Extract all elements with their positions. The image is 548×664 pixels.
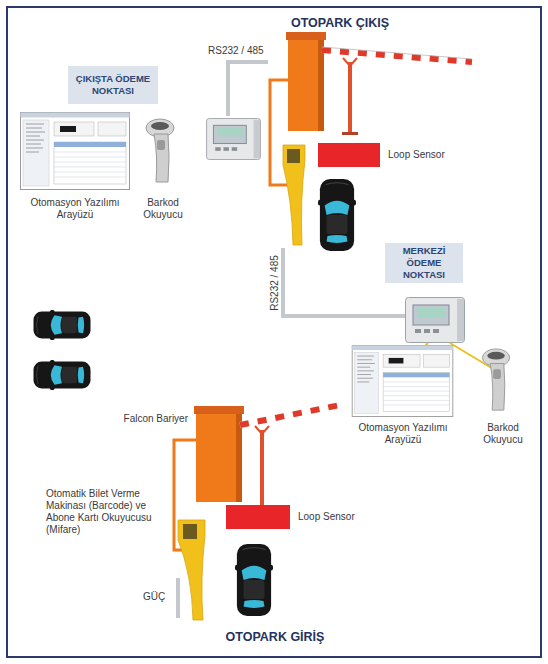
sensor-label: Loop Sensor [298,511,355,523]
entry-barrier-part [174,440,196,550]
exit-payment-equipment-part [207,118,261,159]
data-cable [178,62,418,618]
payment-point-box: MERKEZİ ÖDEME NOKTASI [385,243,463,283]
exit-barrier-part [322,47,472,59]
entry-barrier-part [194,406,244,414]
exit-barrier-part [287,149,300,163]
entry-car [235,544,273,616]
payment-point-box: ÇIKIŞTA ÖDEME NOKTASI [68,66,158,104]
exit-barrier-part [342,132,358,135]
exit-barrier-part [283,145,305,245]
exit-barrier-part [286,32,326,40]
waiting-cars-part [34,360,91,390]
exit-payment-equipment-part [146,119,174,182]
section-title: OTOPARK ÇIKIŞ [255,16,425,31]
exit-payment-equipment-part [21,113,130,190]
device-label: Barkod Okuyucu [472,422,534,446]
waiting-cars-part [34,310,91,340]
device-label: Falcon Bariyer [78,413,188,425]
central-payment-equipment-part [406,298,465,343]
entry-barrier-part [240,404,345,425]
section-title: OTOPARK GİRİŞ [190,630,360,645]
device-label: Otomasyon Yazılımı Arayüzü [357,422,449,446]
exit-barrier-part [348,62,352,134]
signal-name: RS232 / 485 [208,45,264,57]
power-label: GÜÇ [143,591,165,603]
exit-barrier [270,32,472,245]
sensor-label: Loop Sensor [388,149,445,161]
device-label: Otomatik Bilet Verme Makinası (Barcode) … [46,488,170,536]
central-payment-equipment [352,298,509,417]
exit-barrier-part [288,36,324,131]
waiting-cars-part-part [34,360,91,390]
entry-barrier-part [240,404,345,425]
entry-barrier-part [196,410,242,502]
device-label: Otomasyon Yazılımı Arayüzü [29,197,121,221]
data-cable-part [176,578,180,618]
exit-car [318,179,356,251]
entry-barrier-part [178,520,205,620]
box-heading: MERKEZİ ÖDEME NOKTASI [391,245,457,281]
central-payment-equipment-part [352,345,453,416]
data-cable-part [228,62,268,116]
exit-payment-equipment [21,113,261,190]
exit-barrier-part [343,58,357,66]
entry-barrier-part [183,524,197,539]
waiting-cars [34,310,91,390]
loop-sensor: Loop Sensor [226,505,290,529]
exit-barrier-part [318,40,324,131]
entry-barrier-part [260,430,264,510]
entry-barrier-part [255,426,269,434]
signal-name: RS232 / 485 [269,248,281,318]
frame-border [7,7,541,657]
loop-sensor: Loop Sensor [318,143,380,167]
box-heading: ÇIKIŞTA ÖDEME NOKTASI [74,73,152,97]
device-label: Barkod Okuyucu [132,197,194,221]
central-payment-equipment-part [482,349,509,410]
waiting-cars-part-part [34,310,91,340]
